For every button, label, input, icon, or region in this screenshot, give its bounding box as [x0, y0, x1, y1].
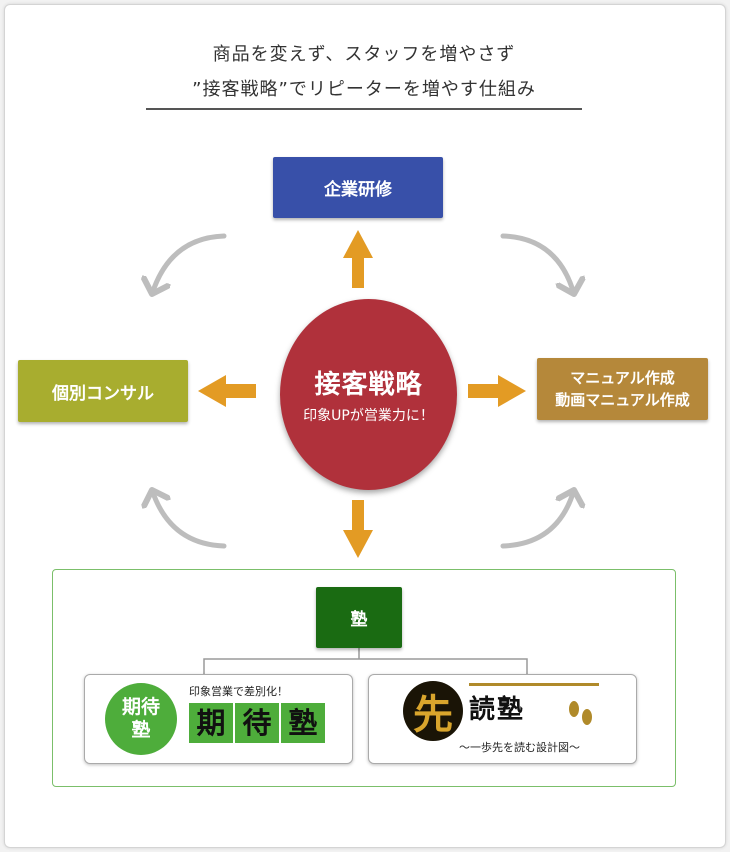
cycle-arrow-bottom-right [500, 490, 574, 549]
kitai-char-3: 塾 [281, 703, 325, 743]
individual-consulting-label: 個別コンサル [52, 383, 154, 404]
title-line-2: ”接客戦略”でリピーターを増やす仕組み [192, 79, 536, 100]
corporate-training-label: 企業研修 [324, 180, 392, 200]
center-subtitle: 印象UPが営業力に！ [303, 408, 434, 424]
kitai-char-1: 期 [189, 703, 233, 743]
school-group-frame [52, 569, 676, 787]
individual-consulting-box: 個別コンサル [18, 360, 188, 422]
kitai-tagline: 印象営業で差別化！ [189, 685, 288, 698]
cycle-arrow-top-left [152, 233, 227, 294]
sendoku-arrow-line [469, 683, 599, 686]
cycle-arrow-top-right [500, 233, 574, 294]
title-underline [146, 108, 582, 110]
school-label: 塾 [350, 610, 368, 630]
title-line-1: 商品を変えず、スタッフを増やさず [212, 44, 516, 65]
footprints-icon [569, 701, 592, 725]
kitai-juku-wordmark: 期 待 塾 [189, 703, 325, 743]
kitai-juku-circle-logo: 期待 塾 [105, 683, 177, 755]
manual-creation-label: マニュアル作成 [570, 369, 675, 387]
kitai-char-2: 待 [235, 703, 279, 743]
center-title: 接客戦略 [314, 370, 423, 400]
corporate-training-box: 企業研修 [273, 157, 443, 218]
arrow-right [468, 375, 526, 407]
arrow-up [343, 230, 373, 288]
kitai-circle-line2: 塾 [131, 719, 151, 741]
customer-strategy-circle: 接客戦略 印象UPが営業力に！ [280, 299, 457, 490]
kitai-circle-line1: 期待 [121, 696, 160, 718]
sendoku-tagline: 〜一歩先を読む設計図〜 [459, 741, 580, 754]
school-box: 塾 [316, 587, 402, 648]
sendoku-name: 読塾 [469, 695, 526, 725]
arrow-left [198, 375, 256, 407]
cycle-arrow-bottom-left [152, 490, 227, 549]
sendoku-juku-banner[interactable]: 先 読塾 〜一歩先を読む設計図〜 [368, 674, 637, 764]
sendoku-mark: 先 [403, 681, 463, 741]
tree-connector [203, 648, 528, 674]
arrow-down [343, 500, 373, 558]
manual-creation-box: マニュアル作成 動画マニュアル作成 [537, 358, 708, 420]
kitai-juku-banner[interactable]: 期待 塾 印象営業で差別化！ 期 待 塾 [84, 674, 353, 764]
video-manual-label: 動画マニュアル作成 [555, 391, 690, 409]
